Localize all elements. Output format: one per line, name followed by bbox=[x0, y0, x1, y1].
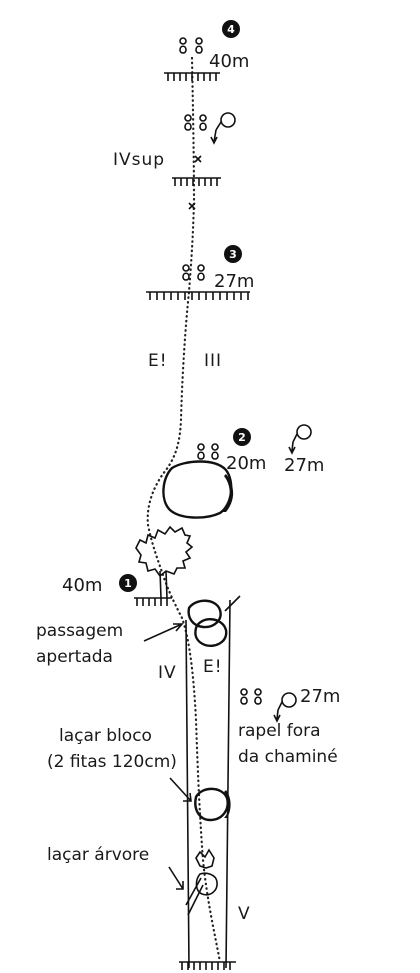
belay-number-badge: 2 bbox=[233, 428, 251, 446]
belay-number: 3 bbox=[229, 248, 237, 261]
belay-number: 4 bbox=[227, 23, 235, 36]
piton-icon bbox=[188, 202, 196, 210]
belay-length: 40m bbox=[62, 575, 102, 596]
arrow-icon bbox=[168, 866, 184, 890]
note-bloco-line1: laçar bloco bbox=[59, 726, 152, 746]
bolt-pair-icon bbox=[182, 264, 205, 281]
ledge-icon bbox=[172, 177, 221, 186]
bolt-pair-icon bbox=[197, 443, 219, 460]
belay-number-badge: 3 bbox=[224, 245, 242, 263]
grade-iii: III bbox=[204, 351, 222, 371]
lower-rappel: 27m rapel fora da chaminé bbox=[238, 686, 340, 767]
rappel-ring-icon bbox=[273, 692, 297, 723]
bolt-pair-icon bbox=[240, 688, 262, 705]
arrow-icon bbox=[143, 623, 184, 642]
rappel-length: 27m bbox=[300, 686, 340, 707]
upper-rappel-anchor bbox=[184, 112, 236, 145]
route-line bbox=[146, 56, 222, 964]
arrow-icon bbox=[169, 777, 192, 802]
boulder-icon bbox=[194, 787, 231, 822]
belay-length: 20m bbox=[226, 453, 266, 474]
ledge-icon bbox=[164, 72, 220, 81]
rappel-note-line2: da chaminé bbox=[238, 747, 338, 767]
chockstone-icon bbox=[187, 599, 228, 647]
grade-v: V bbox=[238, 904, 251, 924]
chimney bbox=[179, 595, 241, 970]
note-passagem-line1: passagem bbox=[36, 621, 123, 641]
note-bloco-line2: (2 fitas 120cm) bbox=[47, 752, 177, 772]
note-passagem-line2: apertada bbox=[36, 647, 113, 667]
note-arvore: laçar árvore bbox=[47, 845, 149, 865]
belay-number: 2 bbox=[238, 431, 246, 444]
belay-number: 1 bbox=[124, 577, 132, 590]
piton-icon bbox=[194, 155, 202, 163]
rappel-ring-icon bbox=[210, 112, 236, 145]
belay-number-badge: 1 bbox=[119, 574, 137, 592]
grade-iv: IV bbox=[158, 663, 177, 683]
rappel-length: 27m bbox=[284, 455, 324, 476]
belay-length: 40m bbox=[209, 51, 249, 72]
grade-e-lower: E! bbox=[203, 657, 223, 677]
tree-icon bbox=[135, 525, 194, 599]
belay-length: 27m bbox=[214, 271, 254, 292]
small-tree-icon bbox=[185, 848, 218, 916]
ledge-icon bbox=[134, 597, 172, 606]
ledge-icon bbox=[146, 291, 250, 300]
bolt-pair-icon bbox=[184, 114, 207, 131]
belay-3: 3 27m bbox=[146, 245, 254, 300]
grade-ivsup: IVsup bbox=[113, 150, 165, 170]
belay-number-badge: 4 bbox=[222, 20, 240, 38]
belay-2: 2 20m bbox=[197, 428, 266, 474]
rappel-ring-icon bbox=[288, 424, 312, 455]
grade-e-upper: E! bbox=[148, 351, 168, 371]
belay-1: 40m 1 bbox=[62, 574, 172, 606]
bolt-pair-icon bbox=[179, 37, 203, 54]
boulder-icon bbox=[162, 460, 234, 519]
rappel-note-line1: rapel fora bbox=[238, 721, 321, 741]
upper-rappel: 27m bbox=[284, 424, 324, 476]
ledge-icon bbox=[179, 961, 236, 970]
belay-4: 4 40m bbox=[164, 20, 249, 81]
